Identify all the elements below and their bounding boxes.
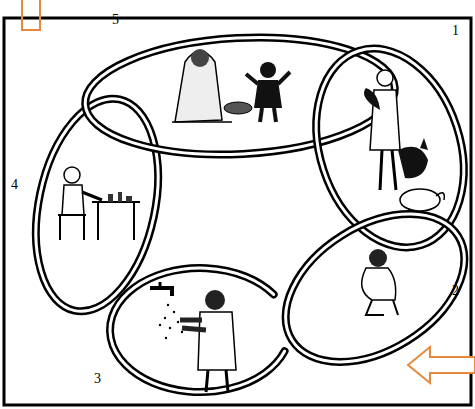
person-cat-chicken [364, 70, 444, 211]
callout-number: 2 [452, 284, 459, 298]
callout-number: 4 [11, 178, 18, 192]
callout-number: 1 [452, 24, 459, 38]
callout-number: 3 [94, 372, 101, 386]
person-at-table [58, 167, 140, 240]
orange-arrow [408, 347, 475, 383]
squatting-child [362, 249, 398, 315]
callout-number: 5 [112, 13, 119, 27]
handwashing-man [150, 282, 236, 392]
orange-bracket [22, 0, 40, 30]
chain-links [18, 29, 475, 392]
woman-and-child [172, 49, 290, 122]
